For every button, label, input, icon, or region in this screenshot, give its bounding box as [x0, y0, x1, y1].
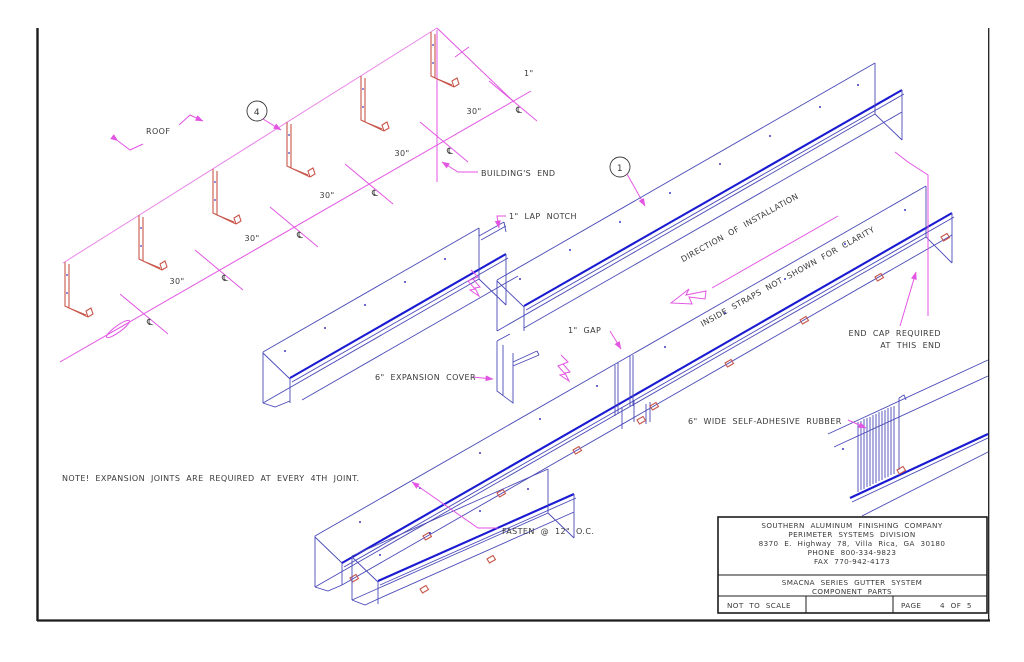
centerline-symbol-5: ℄ [221, 274, 228, 284]
company-division: PERIMETER SYSTEMS DIVISION [788, 530, 915, 539]
fasten-label: FASTEN @ 12" O.C. [502, 527, 594, 536]
gutter-hangers [64, 31, 460, 318]
roof-label: ROOF [146, 127, 170, 136]
dimension-texts: 1" 30" 30" 30" 30" 30" ℄ ℄ ℄ ℄ ℄ ℄ [146, 69, 534, 328]
scale-note: NOT TO SCALE [727, 601, 791, 610]
drawing-title-line2: COMPONENT PARTS [812, 587, 892, 596]
dim-spacing-1: 30" [466, 107, 481, 116]
drawing-title-line1: SMACNA SERIES GUTTER SYSTEM [782, 578, 923, 587]
centerline-symbol-4: ℄ [296, 231, 303, 241]
gap-label: 1" GAP [568, 326, 601, 335]
direction-label: DIRECTION OF INSTALLATION [679, 192, 800, 264]
company-address: 8370 E. Highway 78, Villa Rica, GA 30180 [759, 539, 946, 548]
company-phone: PHONE 800-334-9823 [808, 548, 897, 557]
adhesive-rubber-detail [827, 359, 989, 517]
leader-lines [411, 161, 917, 529]
direction-arrow [669, 215, 839, 305]
centerline-symbol-6: ℄ [146, 318, 153, 328]
page-label: PAGE [901, 601, 921, 610]
end-cap-outline [894, 151, 929, 316]
expansion-cover-label: 6" EXPANSION COVER [375, 373, 476, 382]
page-value: 4 OF 5 [940, 601, 972, 610]
hanger-3 [212, 168, 242, 225]
hanger-5 [360, 75, 390, 132]
centerline-symbol-2: ℄ [446, 147, 453, 157]
adhesive-rubber-label: 6" WIDE SELF-ADHESIVE RUBBER [688, 417, 842, 426]
annotations: ROOF BUILDING'S END 1" LAP NOTCH 1" GAP … [62, 127, 941, 536]
centerline-symbol-3: ℄ [371, 189, 378, 199]
end-cap-label-line1: END CAP REQUIRED [849, 329, 941, 338]
hanger-4 [286, 121, 316, 178]
hanger-6 [430, 31, 460, 88]
hanger-2 [138, 214, 168, 271]
dim-spacing-5: 30" [169, 277, 184, 286]
end-cap-label-line2: AT THIS END [880, 341, 941, 350]
callout-1: 1 [609, 156, 646, 207]
gutter-section-bottom-left [351, 468, 577, 606]
dim-overhang: 1" [524, 69, 534, 78]
buildings-end-label: BUILDING'S END [481, 169, 555, 178]
break-arrows [467, 269, 571, 382]
hanger-1 [64, 261, 94, 318]
callout-4: 4 [246, 100, 282, 131]
sheet-border [36, 28, 990, 622]
dim-spacing-3: 30" [319, 191, 334, 200]
dim-spacing-4: 30" [244, 234, 259, 243]
gutter-section-top [496, 62, 905, 332]
hanger-bubble-label: 4 [254, 108, 260, 118]
lap-notch-label: 1" LAP NOTCH [509, 212, 577, 221]
company-name: SOUTHERN ALUMINUM FINISHING COMPANY [761, 521, 942, 530]
expansion-cover-part [496, 333, 540, 404]
note-text: NOTE! EXPANSION JOINTS ARE REQUIRED AT E… [62, 474, 359, 483]
company-fax: FAX 770-942-4173 [814, 557, 890, 566]
gutter-bubble-label: 1 [617, 164, 623, 174]
roof-lines [59, 27, 538, 363]
gutter-section-middle [262, 221, 519, 408]
title-block: SOUTHERN ALUMINUM FINISHING COMPANY PERI… [717, 516, 988, 614]
dim-spacing-2: 30" [394, 149, 409, 158]
centerline-symbol-1: ℄ [515, 106, 522, 116]
